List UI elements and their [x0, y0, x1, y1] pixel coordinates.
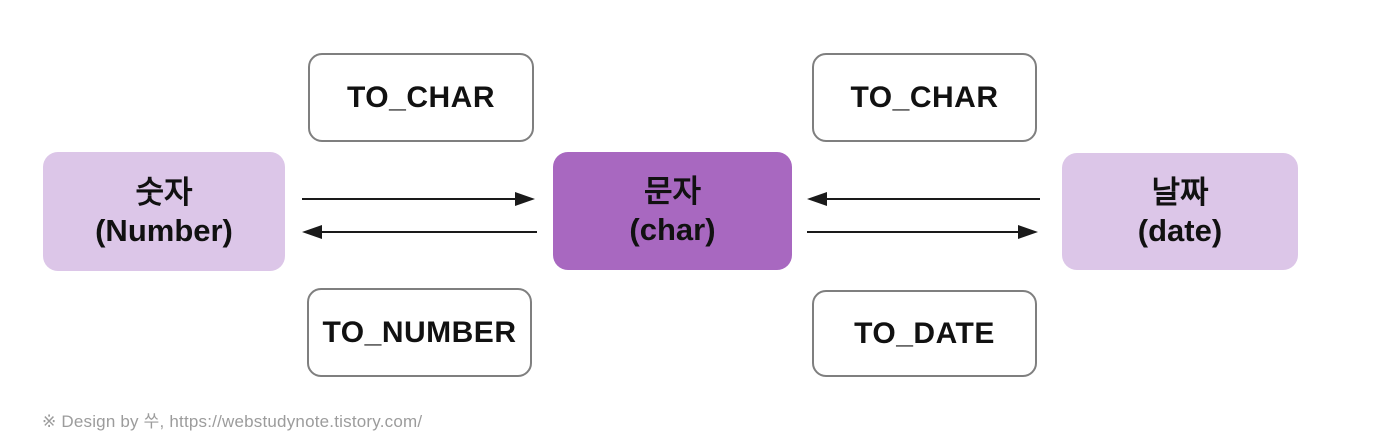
to-number-label-box: TO_NUMBER	[307, 288, 532, 377]
date-node-label-en: (date)	[1137, 212, 1223, 248]
arrowhead-left-icon	[807, 192, 827, 206]
char-node-label-ko: 문자	[643, 174, 702, 210]
footer-credit: ※ Design by 쑤, https://webstudynote.tist…	[42, 412, 423, 431]
to-date-label: TO_DATE	[854, 316, 995, 350]
arrow-line	[302, 198, 517, 200]
arrow-line	[807, 231, 1020, 233]
arrowhead-right-icon	[515, 192, 535, 206]
arrow-char-to-date	[807, 225, 1038, 239]
arrow-date-to-char	[807, 192, 1040, 206]
to-date-label-box: TO_DATE	[812, 290, 1037, 377]
char-node: 문자 (char)	[553, 152, 792, 270]
date-node: 날짜 (date)	[1062, 153, 1298, 270]
date-node-label-ko: 날짜	[1151, 174, 1209, 210]
to-number-label: TO_NUMBER	[322, 315, 517, 349]
to-char-left-label: TO_CHAR	[347, 80, 495, 114]
to-char-right-label: TO_CHAR	[850, 80, 999, 114]
number-node-label-en: (Number)	[95, 212, 233, 248]
arrow-line	[320, 231, 537, 233]
arrow-char-to-number	[302, 225, 537, 239]
number-node: 숫자 (Number)	[43, 152, 285, 271]
arrow-line	[825, 198, 1040, 200]
to-char-left-label-box: TO_CHAR	[308, 53, 534, 142]
char-node-label-en: (char)	[629, 212, 716, 247]
arrow-number-to-char	[302, 192, 535, 206]
number-node-label-ko: 숫자	[135, 174, 193, 210]
to-char-right-label-box: TO_CHAR	[812, 53, 1037, 142]
arrowhead-left-icon	[302, 225, 322, 239]
arrowhead-right-icon	[1018, 225, 1038, 239]
